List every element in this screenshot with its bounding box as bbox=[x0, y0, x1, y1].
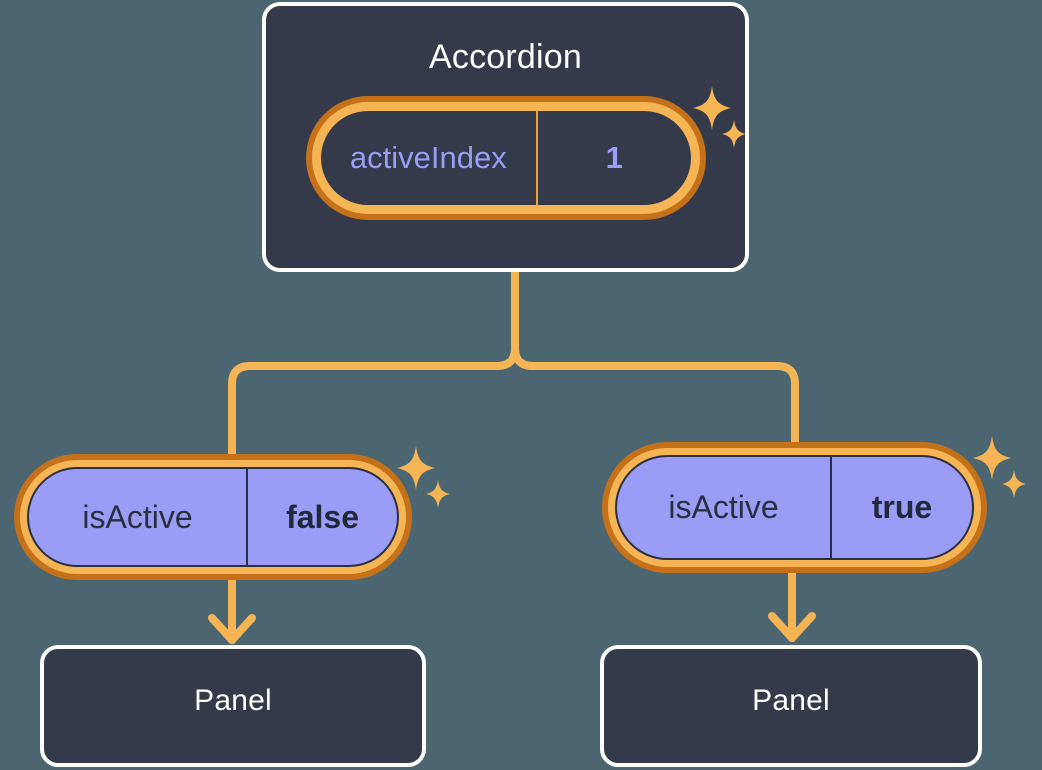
pill-value-label: true bbox=[830, 457, 972, 558]
connector-tree-path bbox=[228, 268, 519, 460]
arrow-left-head bbox=[208, 614, 256, 644]
pill-body: isActive true bbox=[615, 455, 974, 560]
component-card-panel-right[interactable]: Panel bbox=[600, 645, 982, 767]
prop-pill-isactive-true[interactable]: isActive true bbox=[602, 442, 987, 573]
prop-pill-isactive-false[interactable]: isActive false bbox=[14, 454, 412, 580]
panel-right-title: Panel bbox=[752, 684, 830, 717]
sparkle-accordion-large-icon bbox=[693, 86, 746, 148]
arrow-right-head bbox=[768, 612, 816, 642]
pill-key-label: activeIndex bbox=[349, 140, 507, 175]
pill-key-label: isActive bbox=[668, 489, 779, 525]
state-pill-activeindex[interactable]: activeIndex 1 bbox=[306, 96, 706, 220]
sparkle-left-large-icon bbox=[397, 446, 450, 508]
component-card-panel-left[interactable]: Panel bbox=[40, 645, 426, 767]
sparkle-right-large-icon bbox=[973, 436, 1026, 498]
pill-body: activeIndex 1 bbox=[319, 109, 693, 207]
pill-value-label: false bbox=[246, 469, 397, 565]
pill-value-label: 1 bbox=[535, 111, 691, 205]
accordion-title: Accordion bbox=[429, 38, 582, 76]
pill-key-label: isActive bbox=[82, 498, 193, 535]
panel-left-title: Panel bbox=[194, 684, 272, 717]
pill-body: isActive false bbox=[27, 467, 399, 567]
connector-tree-path-right bbox=[511, 268, 799, 450]
